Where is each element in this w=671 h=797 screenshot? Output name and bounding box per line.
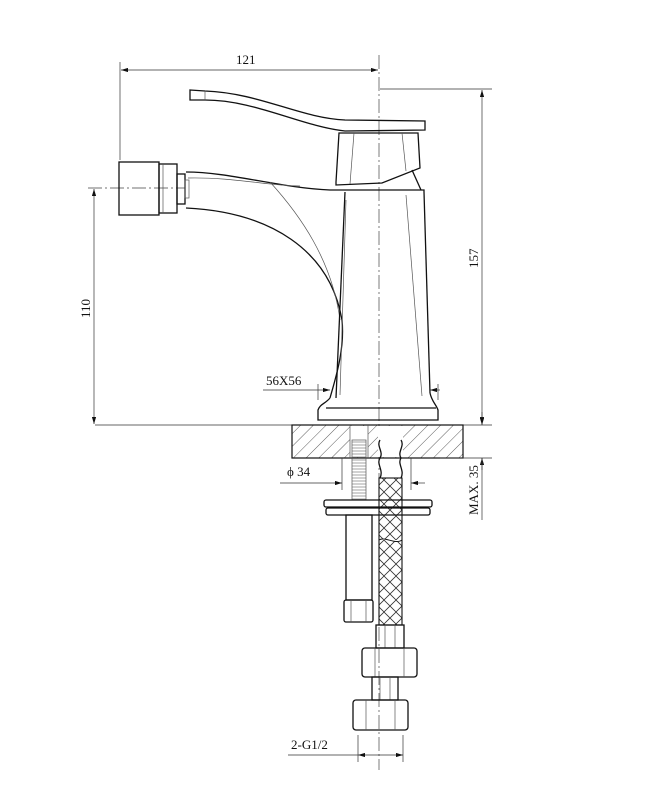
- countertop-section: [291, 424, 464, 459]
- mounting-stud: [343, 514, 374, 623]
- dim-110-label: 110: [78, 299, 93, 318]
- dimension-base-size: 56X56: [263, 373, 440, 400]
- dimension-spout-height: 110: [78, 187, 185, 424]
- hose-fitting: [352, 624, 418, 731]
- braided-hose: [378, 439, 403, 626]
- mounting-washer: [323, 499, 433, 516]
- dim-157-label: 157: [466, 248, 481, 268]
- spout: [185, 171, 425, 192]
- cartridge-cap: [335, 132, 421, 186]
- dimension-connection: 2-G1/2: [288, 735, 404, 762]
- aerator-nozzle: [118, 161, 190, 216]
- dim-56x56-label: 56X56: [266, 373, 302, 388]
- dimension-spout-reach: 121: [119, 52, 378, 160]
- dim-phi34-label: ϕ 34: [287, 464, 311, 479]
- dimension-max-thickness: MAX. 35: [440, 412, 492, 520]
- lever-handle: [189, 89, 426, 132]
- dimension-overall-height: 157: [380, 88, 492, 424]
- mixer-body: [317, 191, 439, 421]
- dimension-hole-diameter: ϕ 34: [280, 458, 425, 490]
- dim-g12-label: 2-G1/2: [291, 737, 328, 752]
- dim-121-label: 121: [236, 52, 256, 67]
- dim-max35-label: MAX. 35: [466, 465, 481, 515]
